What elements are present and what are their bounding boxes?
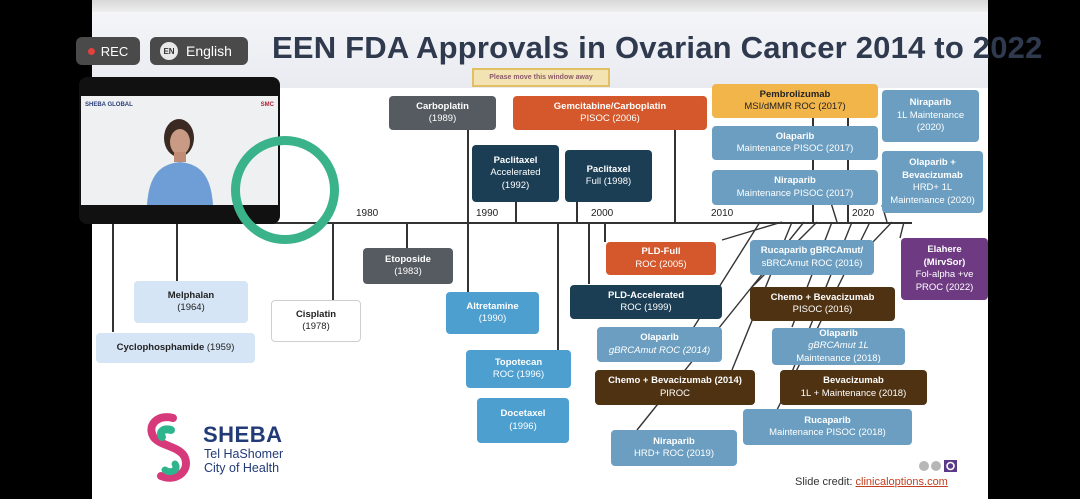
year-label-2000: 2000 (591, 208, 614, 219)
rec-label: REC (100, 43, 129, 59)
connector (557, 222, 559, 350)
connector (406, 222, 408, 248)
year-label-2010: 2010 (711, 208, 734, 219)
language-label: English (186, 43, 232, 59)
box-carboplatin: Carboplatin(1989) (389, 96, 496, 130)
cco-logo-icon (918, 459, 958, 473)
box-rucaparib-brca: Rucaparib gBRCAmut/sBRCAmut ROC (2016) (750, 240, 874, 275)
language-globe-icon: EN (160, 42, 178, 60)
connector (176, 222, 178, 282)
year-label-1980: 1980 (356, 208, 379, 219)
box-docetaxel: Docetaxel(1996) (477, 398, 569, 443)
video-logo-left: SHEBA GLOBAL (85, 102, 133, 108)
box-cyclophosphamide: Cyclophosphamide (1959) (96, 333, 255, 363)
year-label-1990: 1990 (476, 208, 499, 219)
credit-link[interactable]: clinicaloptions.com (855, 476, 948, 488)
connector (467, 130, 469, 222)
sheba-logo-icon (147, 413, 190, 482)
connector (588, 222, 590, 284)
sheba-logo-line1: Tel HaShomer (204, 447, 284, 461)
recording-indicator[interactable]: REC (76, 37, 140, 65)
sheba-logo-name: SHEBA (203, 422, 283, 447)
record-dot-icon (87, 47, 95, 55)
move-window-notice: Please move this window away (472, 68, 610, 87)
video-feed: SHEBA GLOBAL SMC (81, 96, 339, 244)
slide-top-bar (92, 0, 988, 12)
connector (674, 130, 676, 222)
speaker-person-icon (147, 119, 213, 205)
connector (112, 222, 114, 332)
video-background-arc (231, 136, 339, 244)
connector (604, 222, 606, 242)
box-etoposide: Etoposide(1983) (363, 248, 453, 284)
box-melphalan: Melphalan(1964) (134, 281, 248, 323)
language-selector[interactable]: EN English (150, 37, 248, 65)
connector (467, 222, 469, 292)
box-chemo-bevacizumab-2014: Chemo + Bevacizumab (2014)PIROC (595, 370, 755, 405)
video-logo-right: SMC (260, 102, 274, 108)
timeline-axis (92, 222, 912, 224)
slide-credit: Slide credit: clinicaloptions.com (795, 476, 948, 488)
connector (332, 222, 334, 300)
box-cisplatin: Cisplatin(1978) (271, 300, 361, 342)
connector (576, 202, 578, 222)
year-label-2020: 2020 (852, 208, 875, 219)
connector (515, 202, 517, 222)
sheba-logo-line2: City of Health (204, 461, 280, 475)
slide-title: EEN FDA Approvals in Ovarian Cancer 2014… (272, 30, 1043, 65)
box-altretamine: Altretamine(1990) (446, 292, 539, 334)
speaker-video-window[interactable]: SHEBA GLOBAL SMC (79, 77, 339, 244)
